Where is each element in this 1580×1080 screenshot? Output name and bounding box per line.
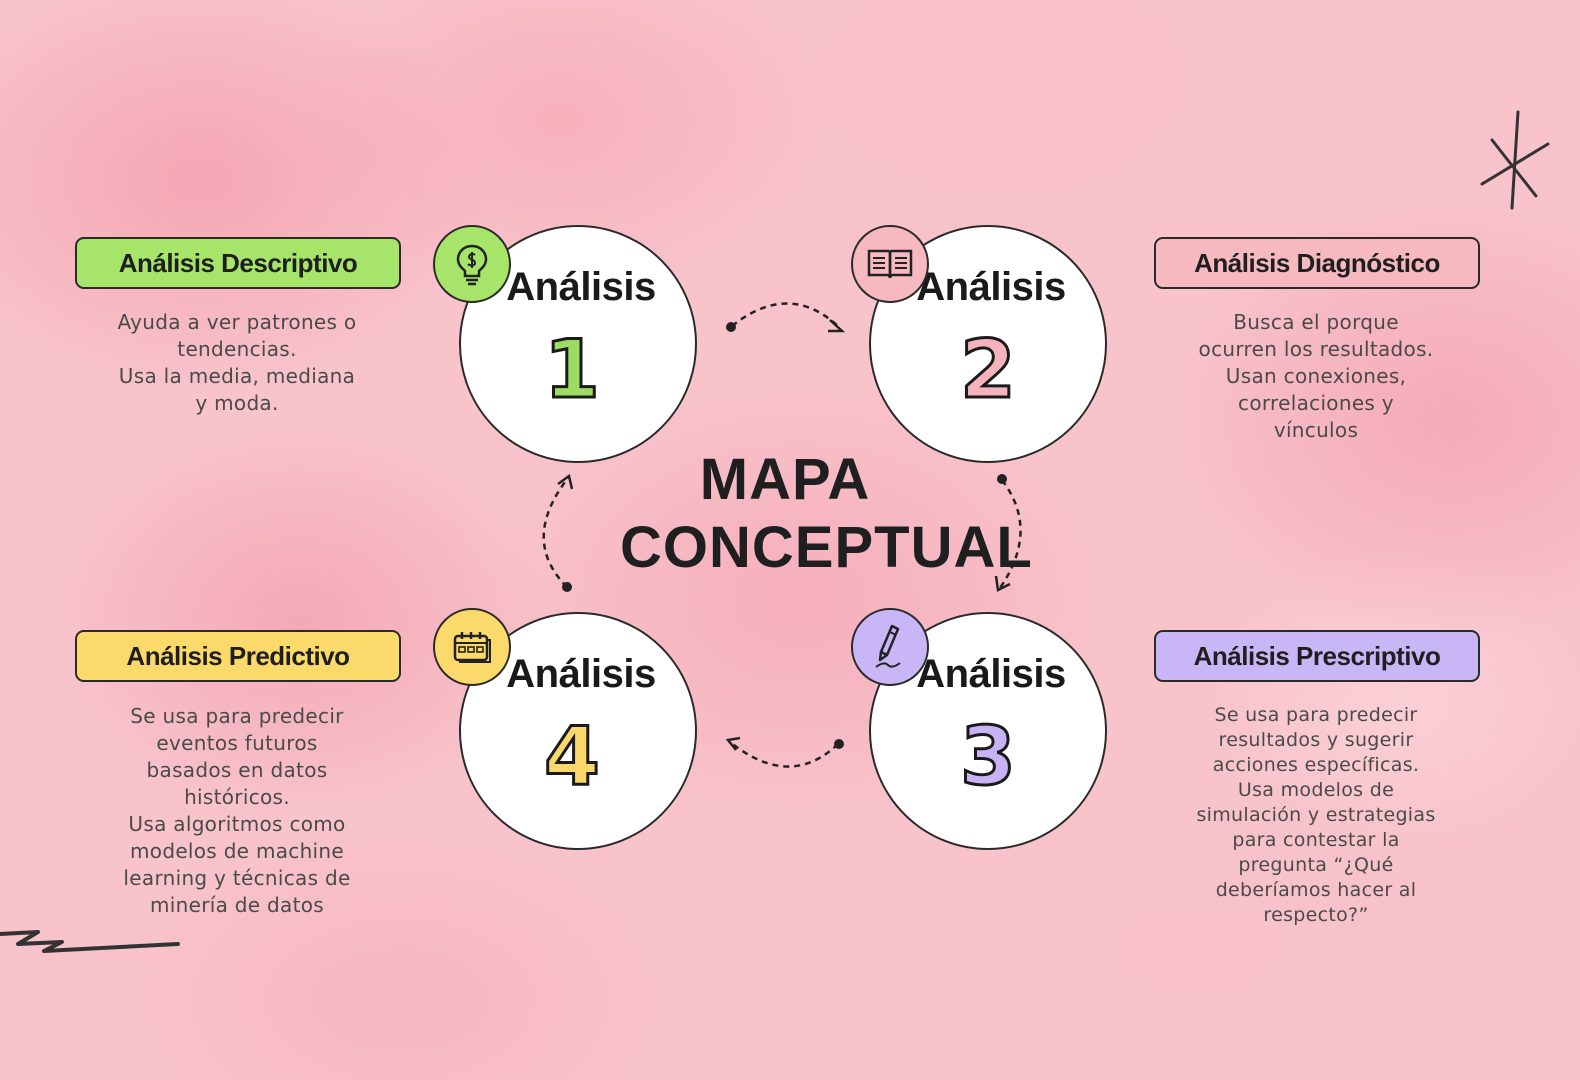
label-descriptivo: Análisis Descriptivo (75, 237, 401, 289)
center-title-line1: MAPA (699, 447, 871, 512)
label-prescriptivo: Análisis Prescriptivo (1154, 630, 1480, 682)
arrow-2-to-3 (998, 479, 1022, 589)
arrow-1-to-2-dot (726, 322, 736, 332)
pen-icon (875, 624, 901, 668)
sparkle-star-icon (1480, 110, 1550, 210)
node-1-badge (433, 225, 511, 303)
book-icon (867, 249, 913, 279)
arrow-4-to-1-head (557, 473, 574, 490)
arrow-1-to-2-head (828, 319, 846, 333)
arrow-2-to-3-head (994, 575, 1011, 592)
node-2-badge (851, 225, 929, 303)
label-diagnostico: Análisis Diagnóstico (1154, 237, 1480, 289)
desc-predictivo: Se usa para predecir eventos futuros bas… (123, 704, 351, 917)
arrow-2-to-3-dot (997, 474, 1007, 484)
zigzag-doodle (0, 930, 180, 953)
arrow-1-to-2 (731, 302, 841, 329)
node-analisis-1: Análisis 1 (459, 225, 697, 463)
label-predictivo: Análisis Predictivo (75, 630, 401, 682)
node-1-number: 1 (543, 322, 602, 418)
desc-prescriptivo: Se usa para predecir resultados y sugeri… (1196, 704, 1436, 926)
calendar-icon (453, 632, 491, 663)
node-1-title: Análisis (506, 265, 656, 309)
node-4-title: Análisis (506, 652, 656, 696)
arrow-4-to-1-dot (562, 582, 572, 592)
arrow-4-to-1 (542, 477, 569, 588)
desc-descriptivo: Ayuda a ver patrones o tendencias. Usa l… (117, 310, 357, 415)
node-2-number: 2 (959, 322, 1018, 418)
center-title: MAPA CONCEPTUAL (620, 446, 1033, 582)
node-3-title: Análisis (916, 652, 1066, 696)
node-4-number: 4 (543, 709, 602, 805)
arrow-3-to-4-head (725, 736, 741, 751)
arrow-3-to-4 (729, 741, 839, 768)
node-2-title: Análisis (916, 265, 1066, 309)
node-3-number: 3 (959, 709, 1018, 805)
center-title-line2: CONCEPTUAL (620, 515, 1033, 580)
desc-diagnostico: Busca el porque ocurren los resultados. … (1198, 310, 1434, 442)
node-4-badge (433, 608, 511, 686)
node-3-badge (851, 608, 929, 686)
lightbulb-icon (456, 244, 488, 286)
arrow-3-to-4-dot (834, 739, 844, 749)
